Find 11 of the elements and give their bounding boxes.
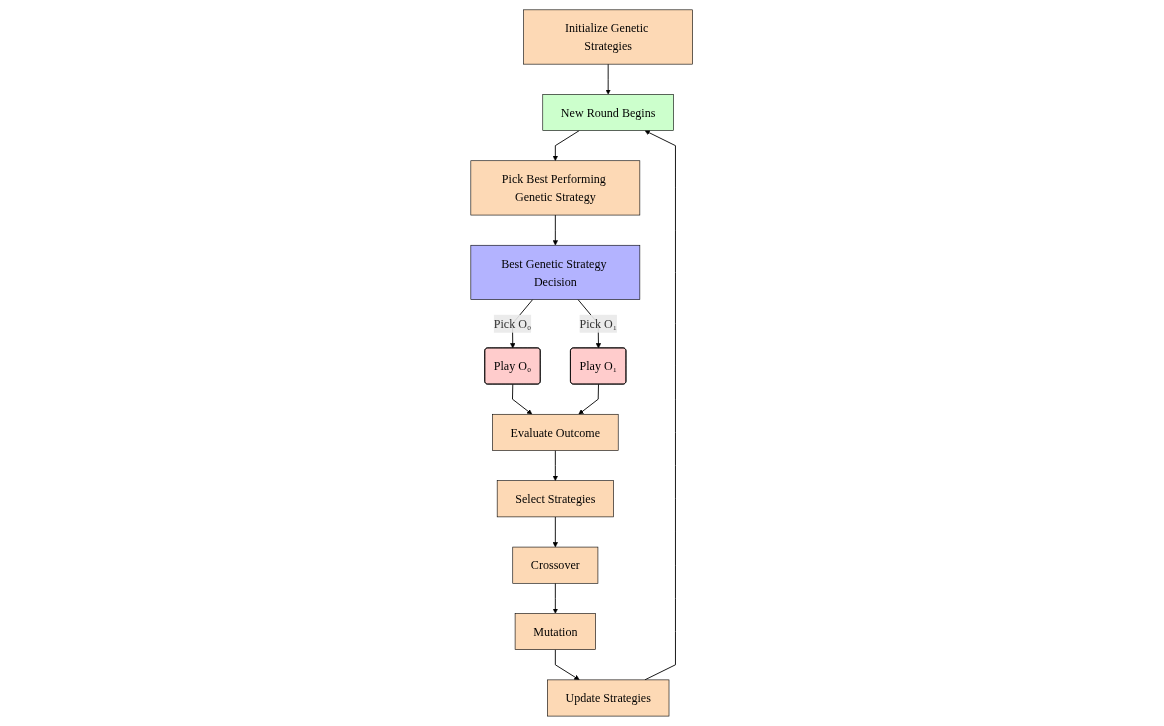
node-box: Crossover	[512, 546, 599, 584]
node-box: New Round Begins	[542, 94, 675, 131]
node-box: Pick Best Performing Genetic Strategy	[470, 160, 641, 216]
node-box: Select Strategies	[497, 480, 615, 518]
node-box: Mutation	[515, 613, 597, 650]
node-box: Evaluate Outcome	[492, 414, 619, 451]
node-box: Update Strategies	[547, 679, 670, 717]
edge-label: Pick O₁	[579, 317, 618, 331]
node-box: Best Genetic Strategy Decision	[470, 245, 641, 300]
node-box: Initialize Genetic Strategies	[523, 9, 694, 65]
edge-label: Pick O₀	[494, 317, 532, 331]
